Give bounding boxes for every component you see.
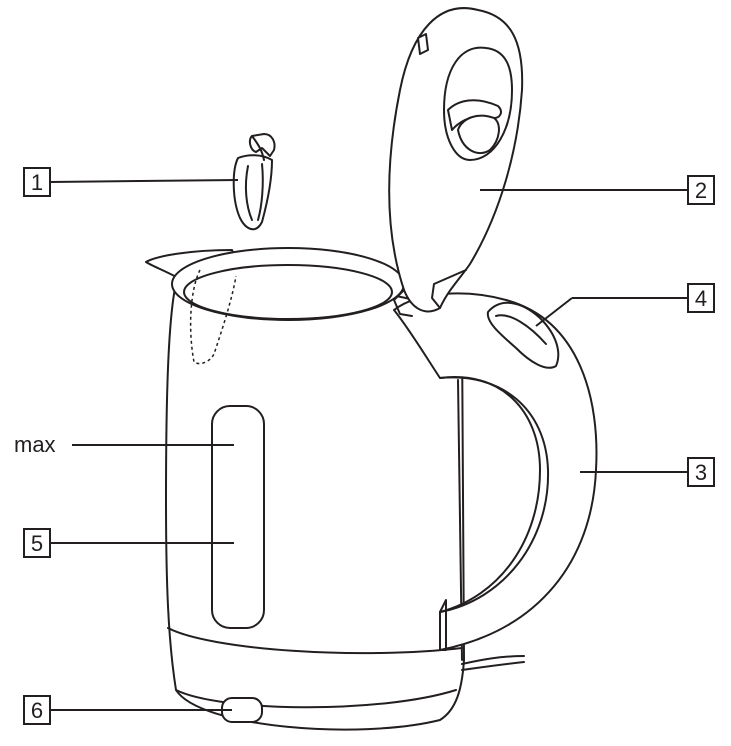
lid-release-button bbox=[486, 301, 560, 369]
max-label: max bbox=[14, 432, 56, 457]
water-level-window bbox=[211, 405, 265, 629]
leader-1 bbox=[49, 179, 239, 183]
callout-4: 4 bbox=[687, 283, 715, 313]
callout-5: 5 bbox=[23, 528, 51, 558]
callout-1-label: 1 bbox=[31, 170, 43, 195]
limescale-filter bbox=[232, 133, 276, 231]
callout-2-label: 2 bbox=[695, 178, 707, 203]
power-cord bbox=[461, 655, 525, 665]
callout-2: 2 bbox=[687, 175, 715, 205]
leader-4 bbox=[535, 297, 573, 327]
callout-6: 6 bbox=[23, 695, 51, 725]
callout-3-label: 3 bbox=[695, 460, 707, 485]
callout-3: 3 bbox=[687, 457, 715, 487]
kettle-lid bbox=[388, 7, 524, 317]
kettle-rim bbox=[171, 247, 405, 321]
callout-1: 1 bbox=[23, 167, 51, 197]
kettle-body bbox=[165, 282, 465, 731]
filter-inside-outline bbox=[189, 269, 237, 365]
callout-6-label: 6 bbox=[31, 698, 43, 723]
callout-4-label: 4 bbox=[695, 286, 707, 311]
callout-5-label: 5 bbox=[31, 531, 43, 556]
